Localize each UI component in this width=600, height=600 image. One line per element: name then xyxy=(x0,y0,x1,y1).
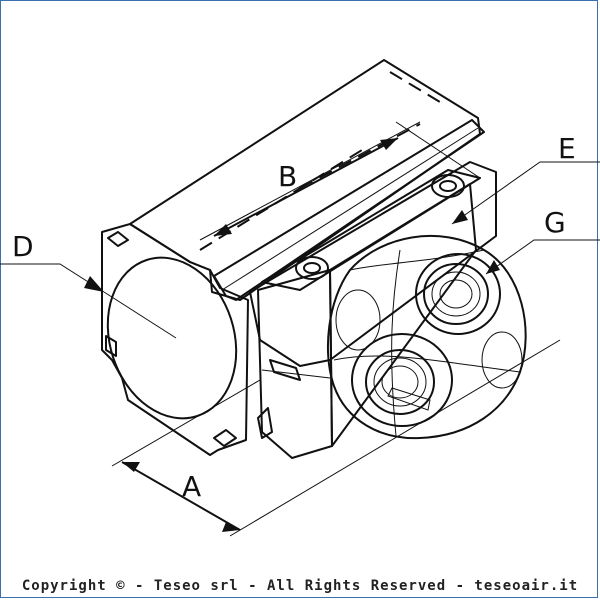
cylinder-body xyxy=(101,59,485,456)
label-g: G xyxy=(544,206,566,239)
label-a: A xyxy=(182,470,201,503)
swivel-ball xyxy=(326,234,527,440)
ball-facet-left xyxy=(335,289,381,351)
screw-head-right xyxy=(431,174,465,198)
dimension-a xyxy=(111,339,561,537)
clamp-block xyxy=(249,161,497,459)
bore-circle xyxy=(106,256,238,420)
dimension-d-leader xyxy=(0,263,177,339)
threaded-port-upper xyxy=(415,253,501,335)
dimension-g-leader xyxy=(485,239,600,275)
screw-head-left xyxy=(295,256,329,280)
threaded-port-lower xyxy=(351,333,453,427)
ball-facet-right xyxy=(481,331,523,389)
dimension-b xyxy=(199,121,481,241)
label-b: B xyxy=(278,160,297,193)
label-d: D xyxy=(12,230,34,263)
dimension-e-leader xyxy=(451,161,600,225)
copyright-footer: Copyright © - Teseo srl - All Rights Res… xyxy=(21,578,579,594)
label-e: E xyxy=(558,132,576,165)
